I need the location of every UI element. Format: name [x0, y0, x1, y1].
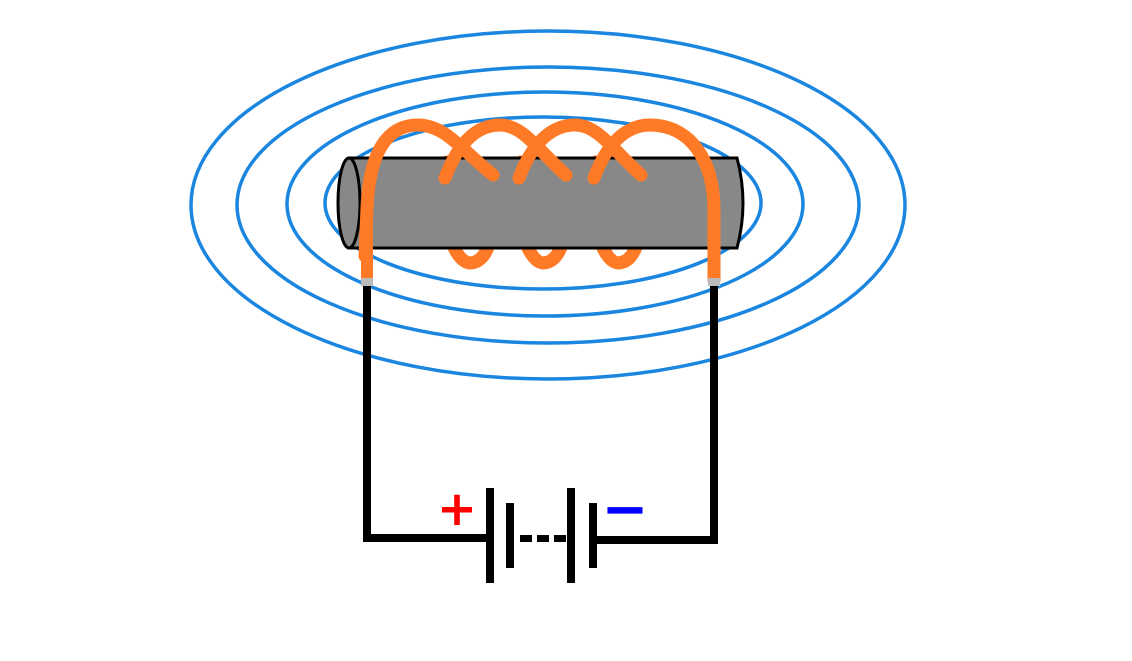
field-line-inner [323, 115, 763, 291]
wire-left [363, 286, 492, 542]
circuit-wires [363, 286, 718, 544]
field-line-outer [189, 29, 907, 381]
battery [486, 488, 597, 583]
iron-core [336, 156, 745, 250]
magnetic-field-lines [189, 29, 907, 381]
battery-cell-1-short-plate [506, 503, 514, 568]
battery-cell-1-long-plate [486, 488, 494, 583]
field-line-2 [285, 90, 805, 318]
negative-terminal-sign: − [602, 477, 649, 542]
wire-right [592, 286, 718, 544]
battery-cell-2-long-plate [567, 488, 575, 583]
battery-link-dash-3 [554, 535, 566, 542]
terminal-ferrule-left [361, 278, 373, 286]
terminal-ferrule-right [708, 278, 720, 286]
core-body [347, 156, 745, 250]
positive-terminal-sign: + [437, 481, 477, 537]
core-end-face [336, 156, 362, 250]
coil-front-segments [358, 118, 721, 287]
battery-link-dash-2 [537, 535, 549, 542]
battery-link-dash-1 [520, 535, 532, 542]
battery-cell-2-short-plate [589, 503, 597, 568]
field-line-3 [235, 65, 861, 345]
